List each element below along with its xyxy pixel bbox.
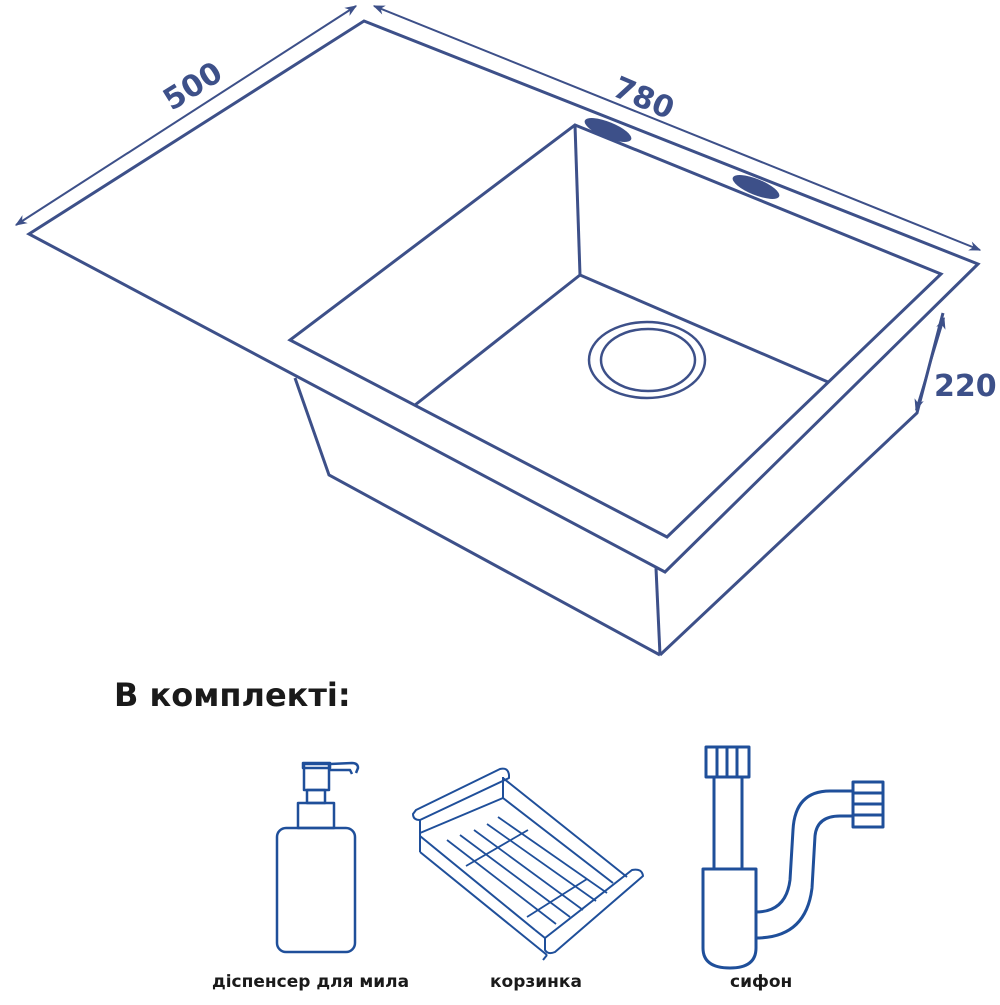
dimension-line-500 xyxy=(14,5,358,226)
bowl-walls xyxy=(414,124,829,407)
basket-caption: корзинка xyxy=(490,972,582,992)
bowl-rim-outline xyxy=(287,123,944,539)
dimension-height-label: 220 xyxy=(934,369,997,404)
dimension-line-780 xyxy=(372,5,982,251)
sink-basket-icon xyxy=(412,767,644,961)
dimension-line-220 xyxy=(914,316,946,412)
siphon-icon xyxy=(701,745,885,970)
soap-dispenser-icon xyxy=(275,761,360,954)
siphon-caption: сифон xyxy=(730,972,793,992)
drain-icon xyxy=(587,320,707,400)
included-heading: В комплекті: xyxy=(114,676,351,714)
soap-dispenser-caption: діспенсер для мила xyxy=(212,972,410,992)
